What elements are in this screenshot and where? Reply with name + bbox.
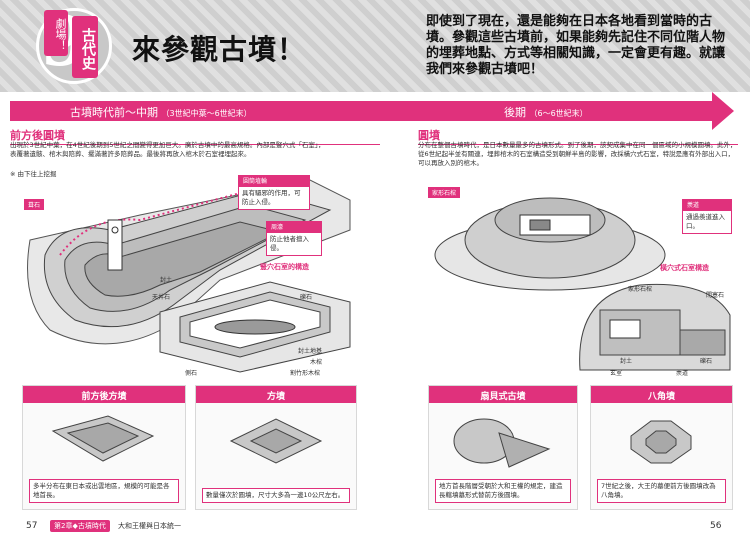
label-house-sarcophagus: 家形石棺 — [428, 187, 461, 198]
page-number-right: 56 — [710, 521, 722, 531]
vertical-chamber-illustration — [159, 281, 351, 373]
keyhole-tomb-illustration — [27, 179, 351, 345]
callout-moat: 周濠 防止他者擅入侵。 — [266, 221, 322, 256]
chamber-label-base: 封土地基 — [298, 348, 323, 355]
chamber-label-mound: 封土 — [620, 358, 633, 365]
card-zenpo-koho: 前方後方墳 多半分布在東日本或出雲地區，規模的可能是各地首長。 — [22, 385, 186, 510]
chamber-label-burial-room: 玄室 — [610, 370, 623, 377]
card-text: 7世紀之後，大王的墓便前方後圓墳改為八角墳。 — [597, 479, 726, 503]
chamber-label-side-stone: 側石 — [185, 370, 198, 377]
callout-moat-text: 防止他者擅入侵。 — [270, 235, 309, 252]
intro-text: 即使到了現在，還是能夠在日本各地看到當時的古墳。參觀這些古墳前，如果能夠先記住不… — [426, 14, 726, 77]
chapter-title: 大和王權與日本統一 — [118, 522, 181, 530]
horizontal-chamber-heading: 橫穴式石室構造 — [660, 264, 709, 272]
chamber-label-house-sarcophagus: 家形石棺 — [628, 286, 653, 293]
keyhole-tomb-heading: 前方後圓墳 — [10, 127, 380, 145]
card-title: 前方後方墳 — [23, 386, 185, 403]
timeline-arrow-icon — [712, 92, 734, 130]
period-early-label: 古墳時代前～中期 — [70, 106, 158, 119]
page-number-left: 57 — [26, 521, 38, 531]
callout-passage: 羨道 通過羨道進入口。 — [682, 199, 732, 234]
header-background — [0, 0, 750, 92]
keyhole-tomb-note: ※ 由下往上挖掘 — [10, 170, 57, 178]
card-hofun: 方墳 數量僅次於圓墳，尺寸大多為一邊10公尺左右。 — [195, 385, 357, 510]
chamber-label-blocking-stone: 閉塞石 — [706, 292, 725, 299]
chamber-label-coffin: 木棺 — [310, 359, 323, 366]
chamber-label-bamboo-coffin: 割竹形木棺 — [290, 370, 321, 377]
round-tomb-heading: 圓墳 — [418, 127, 738, 145]
round-tomb-description: 分布在整個古墳時代，是日本數量最多的古墳形式。到了後期，該契成集中在同一個區域的… — [418, 141, 737, 167]
callout-haniwa: 圓筒埴輪 具有驅邪的作用，可防止入侵。 — [238, 175, 310, 210]
round-tomb-illustration — [434, 197, 666, 291]
period-early-range: （3世紀中葉～6世紀末） — [161, 109, 252, 118]
callout-haniwa-title: 圓筒埴輪 — [239, 176, 309, 187]
vertical-chamber-heading: 豎穴石室的構造 — [260, 263, 309, 271]
card-hotategai: 扇貝式古墳 地方首長階層受朝於大和王權的規定，建造長轄墳墓形式替前方後圓墳。 — [428, 385, 578, 510]
chamber-label-ceiling-stone: 天井石 — [152, 294, 171, 301]
chapter-tag: 第2章◆古墳時代 — [50, 520, 110, 532]
callout-moat-title: 周濠 — [267, 222, 321, 233]
period-late-label: 後期 — [504, 106, 526, 119]
chamber-label-fudo: 封土 — [160, 277, 173, 284]
hotategai-illustration — [453, 418, 551, 468]
hakkaku-illustration — [630, 420, 692, 464]
chamber-label-gravel-right: 礫石 — [700, 358, 713, 365]
hofun-illustration — [229, 418, 323, 464]
keyhole-tomb-description: 出現於3世紀中葉，在4世紀後期到5世紀之間變得更加巨大。廣於古墳中的最高規格。內… — [10, 141, 325, 158]
chamber-label-passage: 羨道 — [676, 370, 689, 377]
period-banner-late: 後期 （6～6世紀末） — [394, 101, 714, 121]
period-late-range: （6～6世紀末） — [529, 109, 588, 118]
zenpo-koho-illustration — [51, 415, 155, 462]
card-hakkaku: 八角墳 7世紀之後，大王的墓便前方後圓墳改為八角墳。 — [590, 385, 733, 510]
callout-passage-text: 通過羨道進入口。 — [686, 213, 725, 230]
card-text: 多半分布在東日本或出雲地區，規模的可能是各地首長。 — [29, 479, 179, 503]
card-title: 八角墳 — [591, 386, 732, 403]
card-title: 方墳 — [196, 386, 356, 403]
callout-passage-title: 羨道 — [683, 200, 731, 211]
callout-haniwa-text: 具有驅邪的作用，可防止入侵。 — [242, 189, 301, 206]
card-text: 地方首長階層受朝於大和王權的規定，建造長轄墳墓形式替前方後圓墳。 — [435, 479, 571, 503]
badge-tag-theater: 劇場！ — [44, 10, 68, 56]
card-title: 扇貝式古墳 — [429, 386, 577, 403]
period-banner-early: 古墳時代前～中期 （3世紀中葉～6世紀末） — [10, 101, 394, 121]
page-title: 來參觀古墳！ — [132, 33, 307, 66]
label-fukiishi: 葺石 — [24, 199, 45, 210]
chamber-label-gravel: 礫石 — [300, 294, 313, 301]
card-text: 數量僅次於圓墳，尺寸大多為一邊10公尺左右。 — [202, 488, 350, 503]
badge-tag-ancient-history: 古代史 — [72, 16, 98, 78]
horizontal-chamber-illustration — [579, 283, 731, 371]
